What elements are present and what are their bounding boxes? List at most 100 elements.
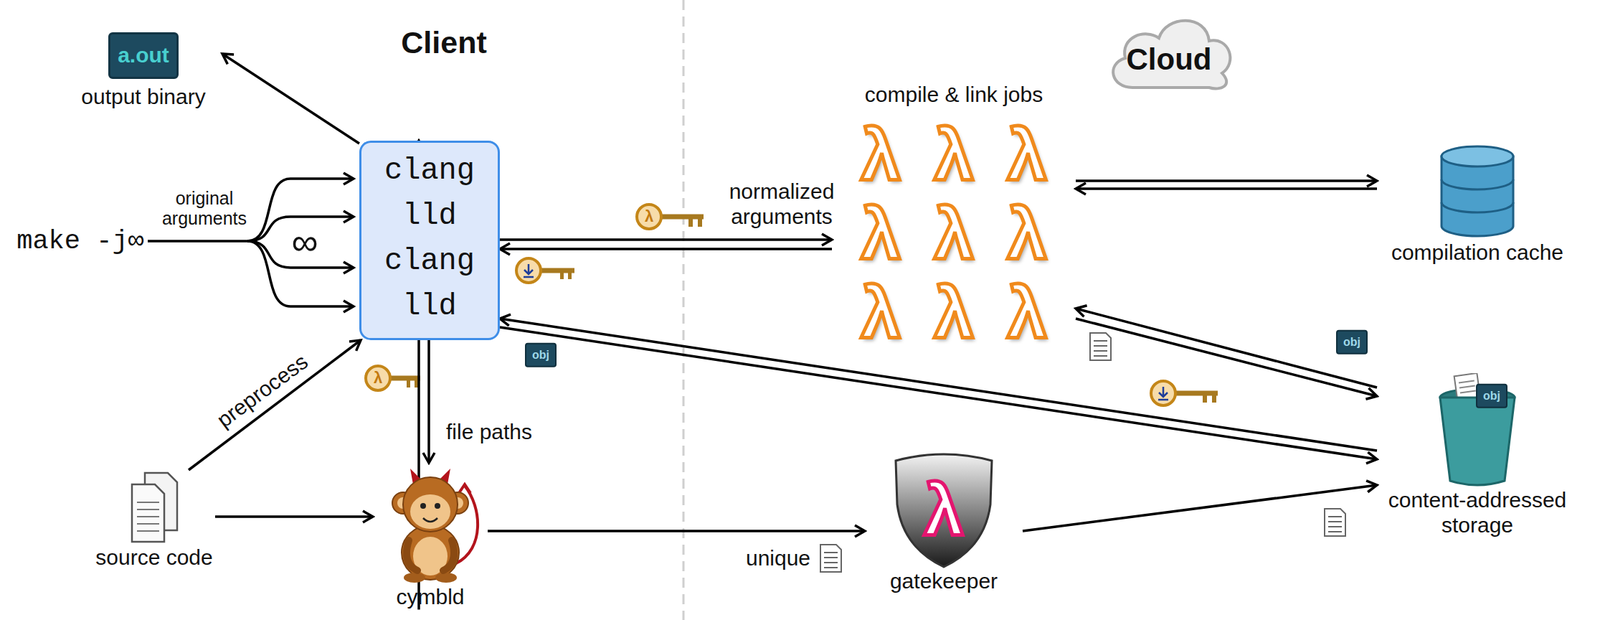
download-key-icon <box>567 270 572 279</box>
download-key-icon <box>560 270 564 279</box>
bucket-icon <box>1458 380 1476 394</box>
node-text: gatekeeper <box>864 568 1023 594</box>
fork-lines <box>147 178 354 307</box>
document-icon <box>1324 508 1346 536</box>
fork-lines <box>147 239 249 243</box>
node-text: λ <box>990 272 1064 352</box>
node-text: source code <box>93 545 216 571</box>
download-key-icon <box>1151 380 1176 406</box>
monkey-icon <box>372 462 488 585</box>
edge-label: unique <box>745 545 811 571</box>
download-key-icon <box>1173 390 1218 396</box>
edge-label: preprocess <box>212 349 313 433</box>
node-text: λ <box>917 193 991 273</box>
annotation: original arguments <box>157 188 252 229</box>
key-symbol: λ <box>373 368 383 387</box>
cyl-icon <box>1376 143 1578 241</box>
node-text: clang <box>361 238 498 284</box>
edge-label: normalized arguments <box>717 179 847 229</box>
node-text: λ <box>844 272 918 352</box>
connector-arrow <box>1075 308 1377 388</box>
docs-icon <box>131 484 165 542</box>
node-text: output binary <box>64 84 223 110</box>
node-text: λ <box>844 114 918 194</box>
connector-arrow <box>215 514 373 518</box>
node-text: λ <box>990 114 1064 194</box>
connector-arrow <box>487 529 865 533</box>
node-text: lld <box>361 193 498 239</box>
infinity-symbol: ∞ <box>291 220 318 264</box>
node-text: Cloud <box>1100 42 1238 77</box>
node-text: cymbld <box>372 584 488 610</box>
document-icon <box>1324 508 1346 536</box>
download-key-icon <box>516 258 575 283</box>
monkey-icon <box>458 484 471 493</box>
cyl-icon <box>1437 143 1517 241</box>
document-icon <box>820 544 842 572</box>
process-box: clanglldclanglld <box>359 140 500 340</box>
connector-arrow <box>499 238 832 241</box>
download-key-icon <box>1151 380 1218 406</box>
node-text: lld <box>361 283 498 330</box>
section-heading: Client <box>400 25 487 61</box>
node-text: λ <box>844 193 918 273</box>
connector-arrow <box>1075 179 1377 183</box>
node-text: λ <box>990 193 1064 273</box>
download-key-icon <box>516 258 541 283</box>
monkey-icon <box>410 494 451 529</box>
document-icon <box>1090 332 1111 361</box>
key-icon <box>406 377 411 388</box>
command: make -j∞ <box>16 225 145 257</box>
key-icon <box>365 365 391 391</box>
edge-label: file paths <box>446 419 533 445</box>
document-icon <box>1090 332 1111 361</box>
binary-file: a.out output binary <box>64 32 223 110</box>
object-file: obj <box>1336 329 1368 355</box>
object-file: obj <box>1475 383 1508 409</box>
job-group: compile & link jobsλλλλλλλλλ <box>831 80 1076 352</box>
node-text: λ <box>917 114 991 194</box>
monkey-icon <box>435 572 457 583</box>
cyl-icon <box>1441 179 1514 213</box>
document-icon <box>820 544 842 572</box>
connector-arrow <box>499 247 832 251</box>
key-icon <box>636 204 662 229</box>
monkey-icon <box>403 572 426 583</box>
cloud-shape: Cloud <box>1100 5 1238 97</box>
connector-arrow <box>188 339 361 470</box>
source-files: source code <box>93 469 216 571</box>
key-icon <box>697 216 703 227</box>
download-key-icon <box>1212 393 1217 403</box>
connector-arrow <box>427 339 431 463</box>
key-icon <box>636 204 704 229</box>
key-symbol: λ <box>644 207 654 226</box>
connector-arrow <box>1075 318 1377 396</box>
node-text: a.out <box>108 32 179 79</box>
docs-icon <box>93 469 216 546</box>
object-file: obj <box>524 342 557 368</box>
monkey-icon <box>403 476 458 532</box>
monkey-icon <box>420 502 426 509</box>
node-text: clang <box>361 148 498 194</box>
document-icon <box>824 552 838 568</box>
download-key-icon <box>1158 386 1169 400</box>
divider-line <box>682 0 685 620</box>
monkey-icon <box>423 517 438 522</box>
monkey-icon <box>434 502 441 509</box>
key-icon <box>365 365 421 391</box>
node-text: compile & link jobs <box>844 80 1064 115</box>
monkey-figure: cymbld <box>372 462 488 610</box>
docs-icon <box>136 502 160 531</box>
database: compilation cache <box>1376 143 1578 266</box>
monkey-icon <box>406 540 454 571</box>
connector-arrow <box>1022 484 1377 531</box>
bucket-icon <box>1440 397 1515 485</box>
monkey-icon <box>401 524 459 580</box>
key-icon <box>688 216 693 227</box>
monkey-icon <box>372 462 488 585</box>
key-icon <box>659 214 704 220</box>
cyl-icon <box>1441 156 1514 236</box>
node-text: content-addressed storage <box>1376 487 1578 538</box>
node-text: compilation cache <box>1376 240 1578 266</box>
